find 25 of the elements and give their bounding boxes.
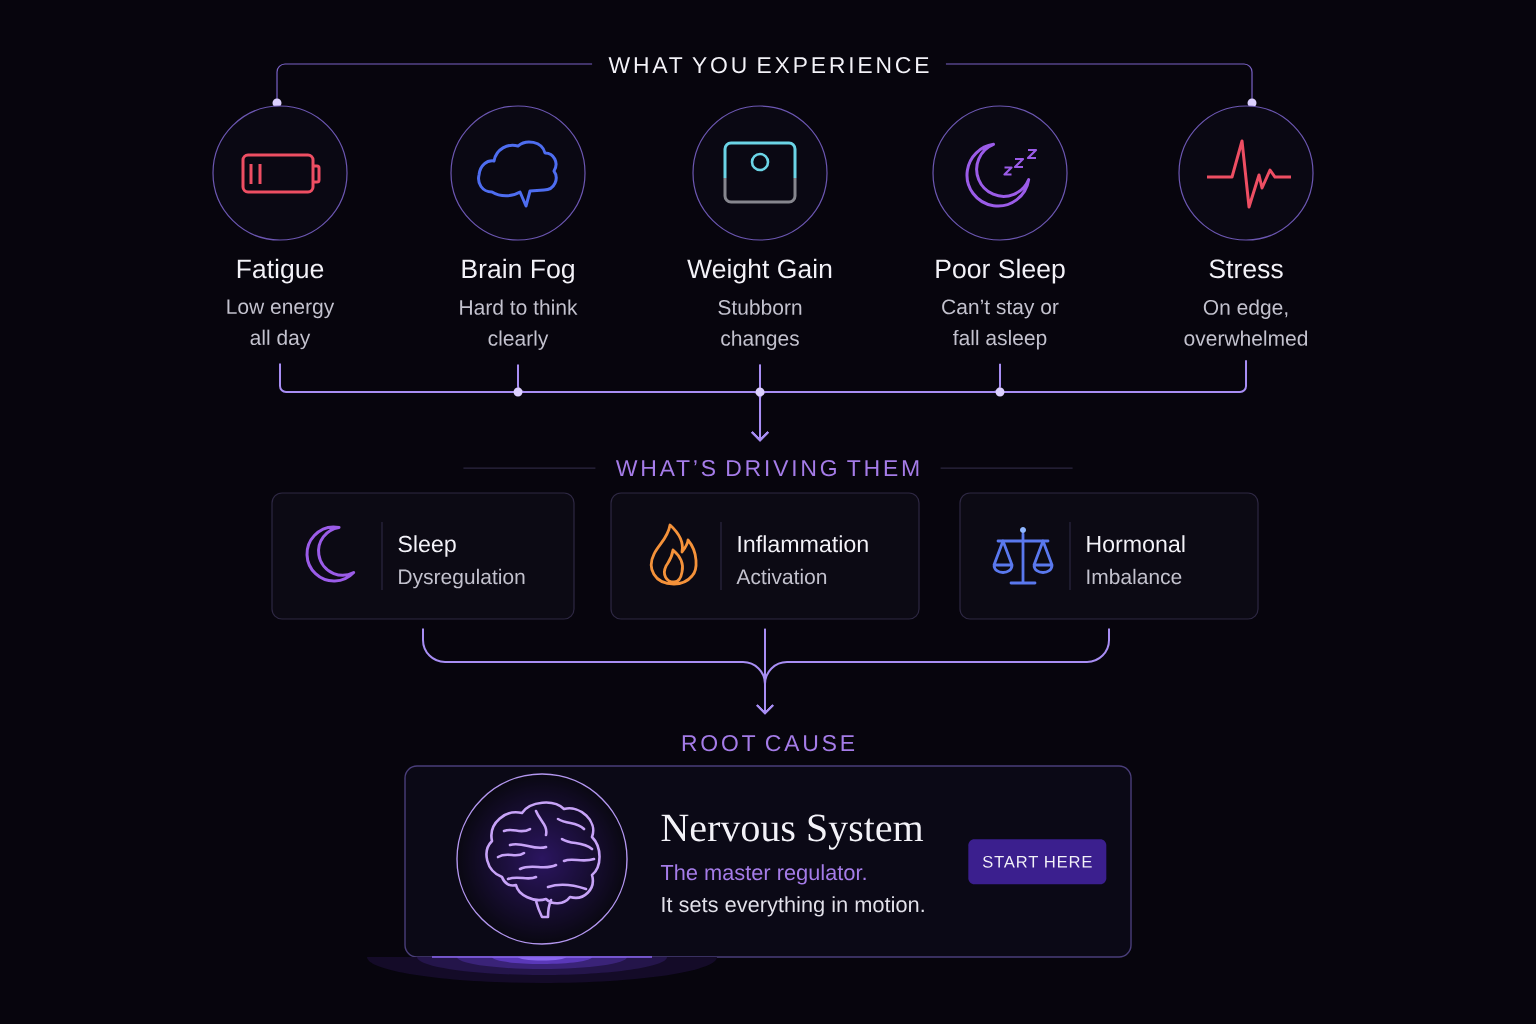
card-subtitle: Imbalance: [1087, 568, 1182, 585]
arrow: [756, 627, 1110, 715]
symptom-description: Low energy all day: [227, 299, 335, 350]
symptom-title: Brain Fog: [462, 258, 574, 284]
card-title: Inflammation: [738, 535, 868, 553]
symptom-description: Can’t stay or fall asleep: [942, 299, 1059, 350]
card-subtitle: Dysregulation: [399, 568, 525, 589]
symptom-description: Hard to think clearly: [460, 299, 578, 350]
section-heading: WHAT’S DRIVING THEM: [615, 459, 919, 477]
start-button: START HERE: [968, 839, 1107, 885]
symptom-title: Weight Gain: [687, 258, 832, 284]
symptom-title: Poor Sleep: [936, 258, 1065, 284]
arrow: [751, 359, 1247, 442]
card-title: Hormonal: [1087, 535, 1185, 553]
card-title: Sleep: [398, 535, 456, 557]
card-body: It sets everything in motion.: [662, 896, 924, 917]
tagline: The master regulator.: [660, 864, 866, 885]
card-heading: Nervous System: [661, 814, 924, 850]
symptom-description: Stubborn changes: [718, 299, 802, 350]
card-subtitle: Activation: [736, 568, 827, 585]
symptom-title: Fatigue: [237, 258, 324, 284]
section-heading: WHAT YOU EXPERIENCE: [608, 56, 929, 74]
symptom-description: On edge, overwhelmed: [1184, 299, 1308, 346]
section-heading: ROOT CAUSE: [682, 734, 855, 752]
symptom-title: Stress: [1209, 259, 1283, 279]
